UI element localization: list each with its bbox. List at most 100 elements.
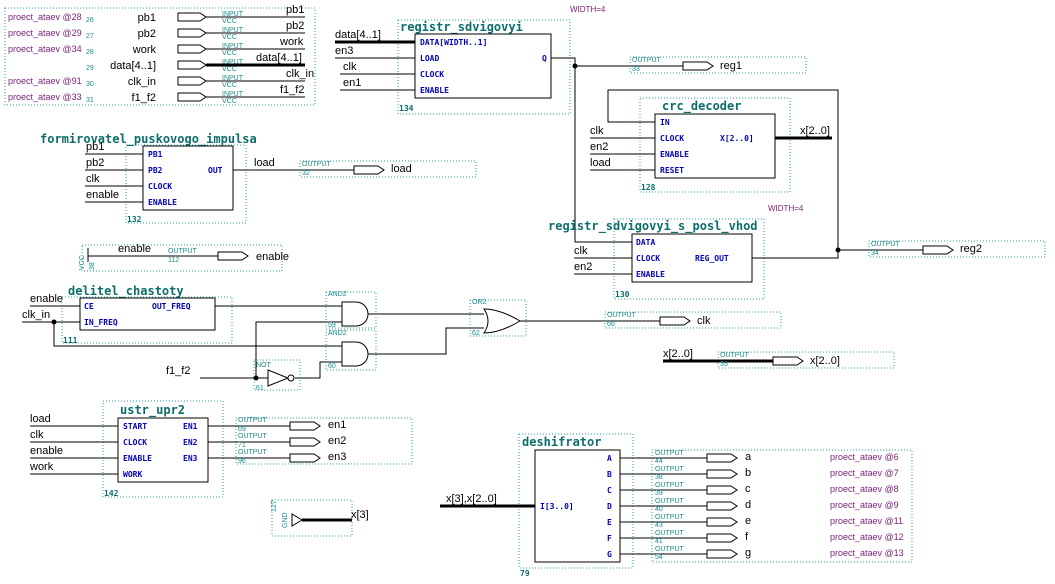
output-pin-en1[interactable]: OUTPUT 69 en1	[238, 417, 346, 433]
input-pin-clk-in[interactable]: proect_ataev @91 30 clk_in INPUT VCC clk…	[8, 68, 314, 89]
input-pin-data[interactable]: 29 data[4..1] INPUT VCC data[4..1]	[86, 52, 305, 73]
output-pin-en2[interactable]: OUTPUT 71 en2	[238, 433, 346, 449]
block-delitel-chastoty[interactable]: delitel_chastoty CE IN_FREQ OUT_FREQ 111…	[22, 284, 233, 345]
pin-name: enable	[256, 251, 289, 263]
output-pins-segments: OUTPUT 44 a proect_ataev @6 OUTPUT 38 b …	[620, 449, 913, 563]
net-label: work	[279, 36, 304, 48]
output-pin-f[interactable]: OUTPUT 41 f proect_ataev @12	[620, 530, 904, 545]
gnd-symbol	[291, 513, 303, 527]
input-pins: proect_ataev @28 26 pb1 INPUT VCC pb1 pr…	[4, 4, 316, 106]
port-enable: ENABLE	[148, 198, 177, 207]
pin-name: x[2..0]	[810, 355, 840, 367]
port-reg-out: REG_OUT	[695, 254, 729, 263]
pin-name: en2	[328, 435, 346, 447]
pin-name: d	[745, 499, 751, 511]
pin-type: OUTPUT	[655, 546, 685, 553]
pin-number: 39	[655, 490, 663, 497]
output-pin-c[interactable]: OUTPUT 39 c proect_ataev @8	[620, 482, 899, 497]
pin-assignment: proect_ataev @34	[8, 44, 82, 54]
block-title: crc_decoder	[662, 99, 741, 114]
output-pin-reg2[interactable]: OUTPUT 34 reg2	[868, 240, 1046, 258]
port-pb1: PB1	[148, 150, 163, 159]
pin-number: 29	[86, 65, 94, 72]
vcc-label: VCC	[222, 66, 237, 73]
gate-number: 62	[472, 330, 480, 337]
output-pin-symbol	[706, 549, 738, 559]
block-crc-decoder[interactable]: crc_decoder IN CLOCK ENABLE RESET X[2..0…	[590, 97, 832, 193]
block-number: 128	[641, 183, 656, 192]
output-pin-a[interactable]: OUTPUT 44 a proect_ataev @6	[620, 450, 899, 465]
input-pin-pb1[interactable]: proect_ataev @28 26 pb1 INPUT VCC pb1	[8, 4, 305, 25]
output-pin-symbol	[706, 501, 738, 511]
net-in: x[3],x[2..0]	[446, 493, 497, 505]
block-registr-sdvigovyi[interactable]: WIDTH=4 registr_sdvigovyi DATA[WIDTH..1]…	[335, 5, 606, 115]
pin-number: 34	[871, 250, 879, 257]
port-f: F	[607, 534, 612, 543]
pin-name: pb2	[138, 28, 156, 40]
block-deshifrator[interactable]: deshifrator I[3..0] A B C D E F G 79 x[3…	[440, 433, 634, 578]
net-clk: clk	[590, 125, 604, 137]
vcc-label: VCC	[222, 82, 237, 89]
block-formirovatel[interactable]: formirovatel_puskovogo_impulsa PB1 PB2 C…	[40, 132, 354, 224]
output-pin-load[interactable]: OUTPUT 32 load	[299, 160, 477, 178]
gnd-x3[interactable]: GND 127 x[3]	[271, 499, 369, 537]
output-frame	[299, 160, 477, 178]
output-pin-x[interactable]: x[2..0] OUTPUT 35 x[2..0]	[663, 348, 895, 369]
gate-type: AND2	[328, 291, 347, 298]
pin-type: INPUT	[222, 43, 244, 50]
input-pin-f1-f2[interactable]: proect_ataev @33 31 f1_f2 INPUT VCC f1_f…	[8, 84, 305, 105]
output-pin-en3[interactable]: OUTPUT 96 en3	[238, 449, 346, 465]
output-pin-reg1[interactable]: OUTPUT 33 reg1	[629, 56, 807, 74]
output-pin-symbol	[706, 533, 738, 543]
pin-type: OUTPUT	[655, 482, 685, 489]
output-pin-symbol	[353, 165, 385, 175]
block-frame	[102, 400, 224, 498]
output-pin-symbol	[922, 245, 954, 255]
not-gate[interactable]: NOT 61	[253, 359, 301, 392]
net-enable: enable	[118, 243, 151, 255]
net-clk: clk	[343, 61, 357, 73]
port-a: A	[607, 454, 612, 463]
output-pin-b[interactable]: OUTPUT 38 b proect_ataev @7	[620, 466, 899, 481]
output-pin-d[interactable]: OUTPUT 40 d proect_ataev @9	[620, 498, 899, 513]
pin-assignment: proect_ataev @33	[8, 92, 82, 102]
net-clk: clk	[574, 245, 588, 257]
vcc-number: 38	[89, 262, 96, 270]
and-gate-2[interactable]: AND2 60	[325, 329, 377, 371]
output-pin-clk[interactable]: OUTPUT 66 clk	[604, 311, 782, 329]
output-pin-symbol	[659, 316, 691, 326]
input-pin-symbol	[177, 60, 207, 70]
port-enable: ENABLE	[636, 270, 665, 279]
pin-number: 54	[655, 554, 663, 561]
block-title: ustr_upr2	[120, 403, 185, 418]
port-en1: EN1	[183, 422, 198, 431]
block-frame	[397, 19, 571, 115]
output-frame	[604, 311, 782, 329]
port-clock: CLOCK	[660, 134, 684, 143]
output-pin-symbol	[772, 356, 804, 366]
port-enable: ENABLE	[123, 454, 152, 463]
block-registr-posl-vhod[interactable]: WIDTH=4 registr_sdvigovyi_s_posl_vhod DA…	[548, 204, 804, 300]
net-label: data[4..1]	[256, 52, 302, 64]
output-pin-e[interactable]: OUTPUT 43 e proect_ataev @11	[620, 514, 903, 529]
or-gate[interactable]: OR2 62	[469, 299, 527, 337]
block-number: 134	[399, 104, 414, 113]
vcc-enable[interactable]: VCC 38 enable OUTPUT 112 enable	[79, 243, 289, 272]
pin-type: OUTPUT	[302, 161, 332, 168]
pin-number: 30	[86, 81, 94, 88]
pin-name: reg1	[720, 60, 742, 72]
and-gate-1[interactable]: AND2 59	[325, 291, 377, 329]
port-reset: RESET	[660, 166, 684, 175]
net-en1: en1	[343, 77, 361, 89]
port-clock: CLOCK	[123, 438, 147, 447]
gate-number: 59	[328, 322, 336, 329]
output-pin-g[interactable]: OUTPUT 54 g proect_ataev @13	[620, 546, 904, 561]
input-pin-work[interactable]: proect_ataev @34 28 work INPUT VCC work	[8, 36, 305, 57]
block-frame	[518, 433, 634, 569]
pin-assignment: proect_ataev @7	[830, 468, 899, 478]
pin-name: work	[132, 44, 157, 56]
block-ustr-upr2[interactable]: ustr_upr2 START CLOCK ENABLE WORK EN1 EN…	[29, 400, 224, 498]
pin-number: 32	[302, 170, 310, 177]
port-out-freq: OUT_FREQ	[152, 302, 191, 311]
input-pin-pb2[interactable]: proect_ataev @29 27 pb2 INPUT VCC pb2	[8, 20, 305, 41]
